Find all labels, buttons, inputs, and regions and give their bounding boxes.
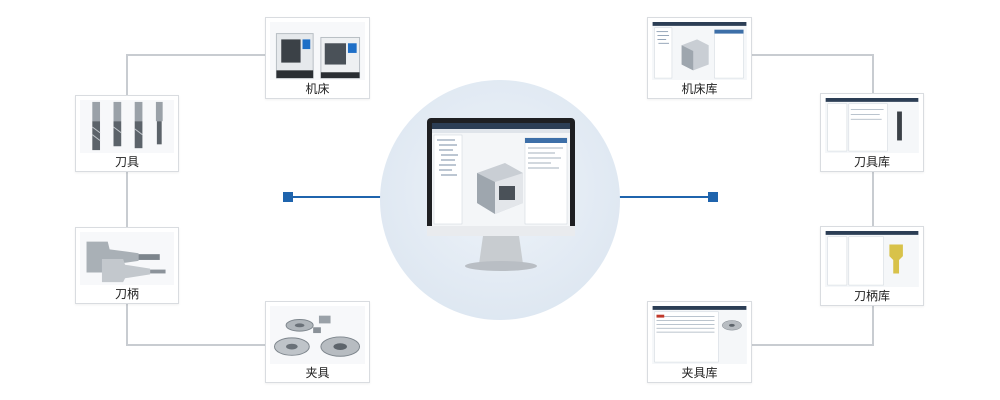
card-label: 机床库 <box>648 80 751 98</box>
card-label: 刀具 <box>76 153 178 171</box>
software-screenshot-icon <box>652 22 747 80</box>
desktop-monitor-icon <box>425 118 577 278</box>
card-label: 机床 <box>266 80 369 98</box>
tool-holder-icon <box>80 232 174 285</box>
software-screenshot-icon <box>825 231 919 287</box>
chuck-fixture-icon <box>270 306 365 364</box>
card-tool[interactable]: 刀具 <box>75 95 179 172</box>
card-fixture[interactable]: 夹具 <box>265 301 370 383</box>
card-holder-lib[interactable]: 刀柄库 <box>820 226 924 306</box>
left-connector-node <box>283 192 293 202</box>
card-holder[interactable]: 刀柄 <box>75 227 179 304</box>
right-connector-node <box>708 192 718 202</box>
software-screenshot-icon <box>652 306 747 364</box>
card-tool-lib[interactable]: 刀具库 <box>820 93 924 172</box>
software-screenshot-icon <box>825 98 919 153</box>
card-label: 刀柄 <box>76 285 178 303</box>
card-label: 夹具 <box>266 364 369 382</box>
left-bracket-line <box>126 54 265 346</box>
card-machine[interactable]: 机床 <box>265 17 370 99</box>
right-bracket-line <box>752 54 874 346</box>
card-machine-lib[interactable]: 机床库 <box>647 17 752 99</box>
machine-tool-icon <box>270 22 365 80</box>
card-fixture-lib[interactable]: 夹具库 <box>647 301 752 383</box>
end-mill-icon <box>80 100 174 153</box>
card-label: 夹具库 <box>648 364 751 382</box>
card-label: 刀具库 <box>821 153 923 171</box>
card-label: 刀柄库 <box>821 287 923 305</box>
